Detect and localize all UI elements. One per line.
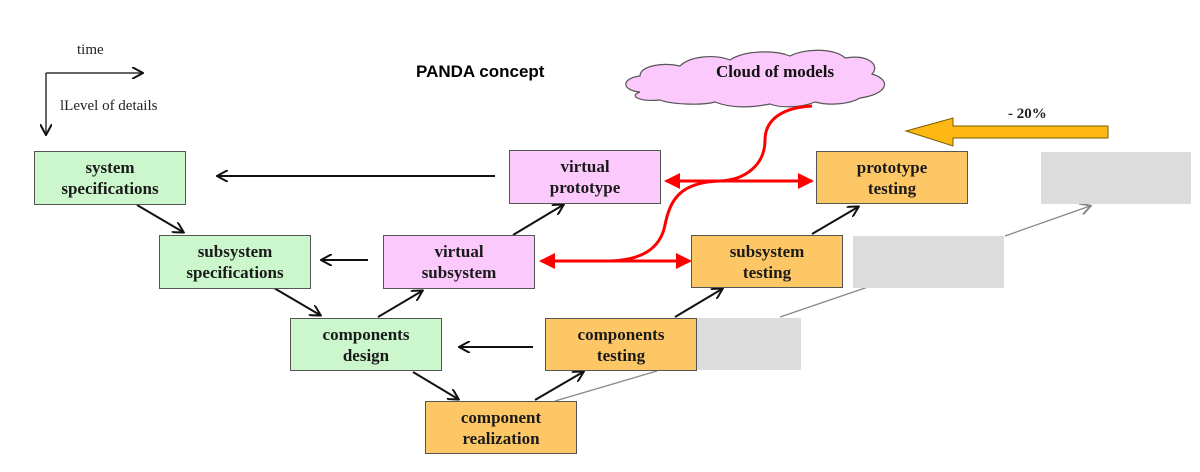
box-subsystem-testing: subsystem testing: [691, 235, 843, 288]
arrow-components-testing-to-subsystem-testing: [674, 289, 722, 318]
ghost-line-1: [554, 370, 658, 402]
diagram-title: PANDA concept: [416, 62, 545, 81]
box-line: testing: [596, 345, 646, 365]
model-link-cloud-curve: [609, 104, 813, 263]
box-virtual-subsystem: virtual subsystem: [383, 235, 535, 289]
ghost-line-3: [1004, 206, 1090, 237]
ghost-box-components: [697, 318, 801, 370]
box-line: subsystem: [197, 242, 273, 261]
ghost-box-prototype: [1041, 152, 1191, 204]
arrow-components-design-to-virtual-subsystem: [377, 291, 422, 318]
box-components-design: components design: [290, 318, 442, 371]
box-line: prototype: [549, 178, 621, 197]
box-line: specifications: [186, 263, 284, 282]
box-line: virtual: [434, 242, 484, 261]
reduction-label: - 20%: [1008, 106, 1047, 122]
box-line: components: [322, 324, 410, 344]
box-components-testing: components testing: [545, 318, 697, 371]
box-line: subsystem: [729, 241, 805, 261]
box-line: realization: [462, 428, 540, 448]
box-prototype-testing: prototype testing: [816, 151, 968, 204]
arrow-subsystem-spec-to-components-design: [273, 287, 320, 315]
detail-axis-label: lLevel of details: [60, 98, 158, 114]
box-line: design: [342, 345, 390, 365]
box-line: testing: [867, 178, 917, 198]
box-line: component: [460, 407, 542, 427]
box-system-specifications: system specifications: [34, 151, 186, 205]
ghost-box-subsystem: [853, 236, 1004, 288]
arrow-system-spec-to-subsystem-spec: [136, 204, 183, 232]
arrow-virtual-subsystem-to-virtual-prototype: [512, 205, 563, 236]
arrow-subsystem-testing-to-prototype-testing: [811, 207, 858, 235]
box-subsystem-specifications: subsystem specifications: [159, 235, 311, 289]
box-line: prototype: [856, 157, 928, 177]
arrow-realization-to-components-testing: [534, 372, 583, 401]
cloud-shape: [625, 49, 885, 108]
box-line: virtual: [560, 157, 610, 176]
box-line: system: [85, 158, 135, 177]
arrow-components-design-to-realization: [412, 371, 458, 399]
box-line: subsystem: [421, 263, 497, 282]
time-axis-label: time: [77, 42, 104, 58]
box-line: components: [577, 324, 665, 344]
legend-axes: [46, 73, 142, 134]
box-component-realization: component realization: [425, 401, 577, 454]
ghost-line-2: [779, 286, 869, 318]
box-line: testing: [742, 262, 792, 282]
box-line: specifications: [61, 179, 159, 198]
reduction-arrow: [904, 117, 1109, 147]
cloud-label: Cloud of models: [716, 62, 835, 81]
box-virtual-prototype: virtual prototype: [509, 150, 661, 204]
